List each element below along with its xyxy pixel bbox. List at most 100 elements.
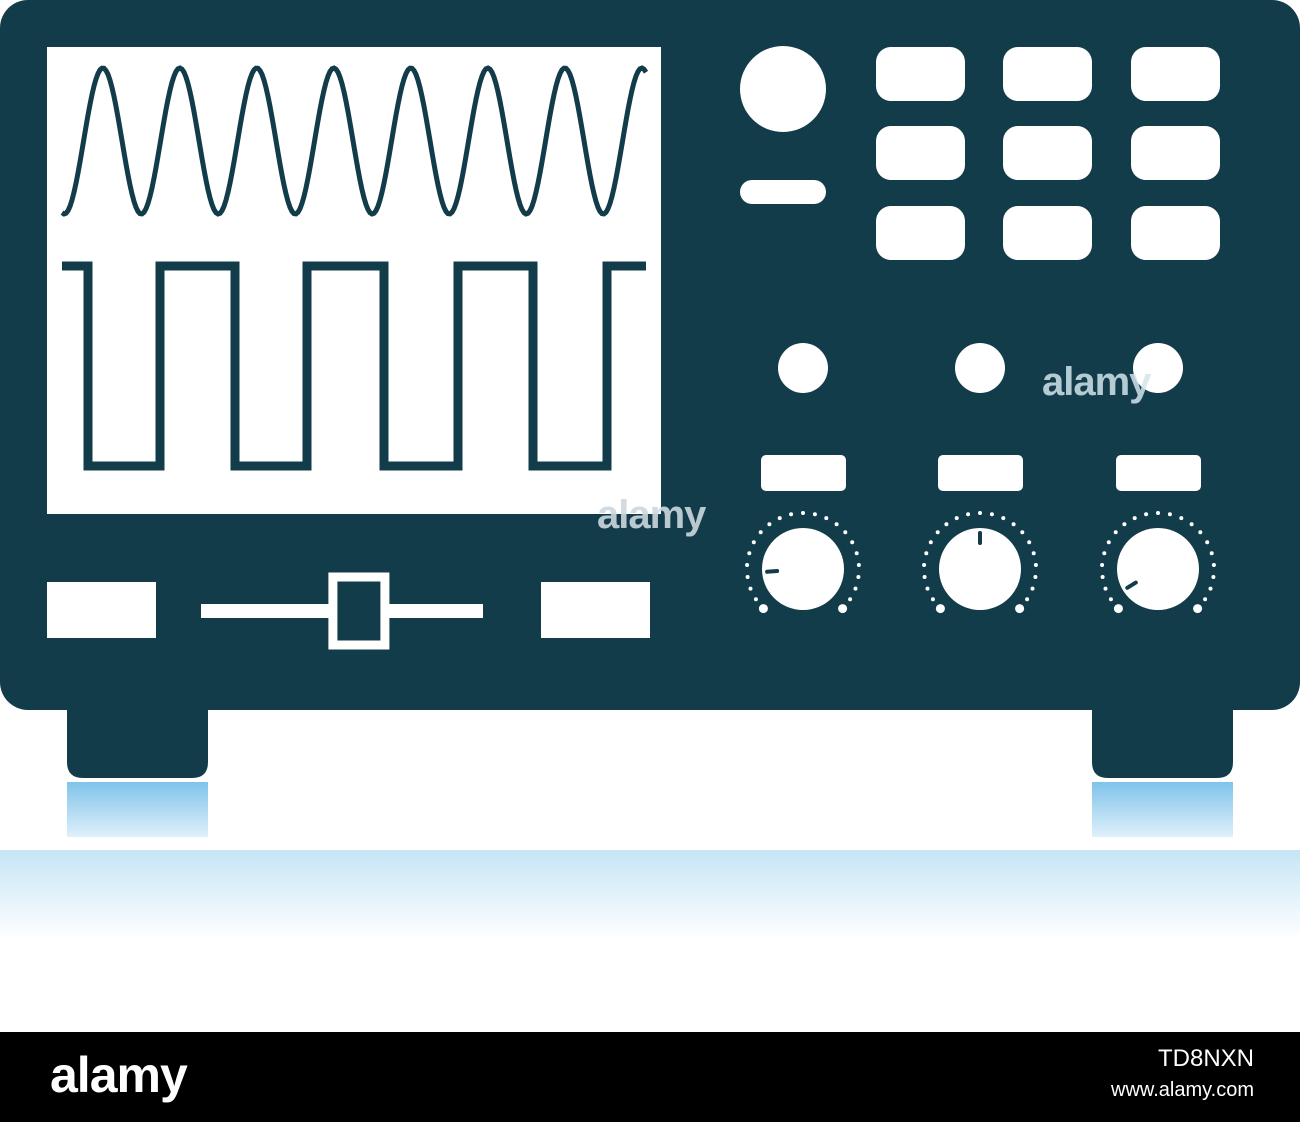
knob-scale-dot bbox=[843, 530, 848, 535]
knob-scale-dot bbox=[834, 522, 839, 527]
knob-scale-dot bbox=[1189, 522, 1194, 527]
knob-scale-dot bbox=[745, 575, 750, 579]
keypad-button-9[interactable] bbox=[1131, 206, 1220, 260]
knob-scale-dot bbox=[751, 540, 756, 545]
knob-scale-dot bbox=[1030, 586, 1035, 591]
knob-scale-dot bbox=[922, 563, 927, 567]
knob-scale-dot bbox=[789, 512, 794, 517]
left-panel-button[interactable] bbox=[47, 582, 156, 638]
knob-scale-dot bbox=[935, 530, 940, 535]
knob-scale-dot bbox=[1209, 551, 1214, 556]
channel-2-led bbox=[955, 343, 1005, 393]
right-panel-button[interactable] bbox=[541, 582, 650, 638]
watermark-text: alamy bbox=[1042, 360, 1151, 404]
knob-scale-dot bbox=[824, 516, 829, 521]
keypad-button-5[interactable] bbox=[1003, 126, 1092, 180]
knob-scale-dot bbox=[1132, 516, 1137, 521]
knob-scale-dot bbox=[1108, 597, 1113, 602]
position-slider[interactable] bbox=[201, 572, 483, 650]
knob-face[interactable] bbox=[939, 528, 1021, 610]
keypad-button-8[interactable] bbox=[1003, 206, 1092, 260]
knob-scale-dot bbox=[1033, 575, 1038, 579]
sine-wave-trace bbox=[60, 65, 649, 217]
channel-1-button[interactable] bbox=[761, 455, 846, 491]
knob-scale-dot bbox=[1156, 511, 1160, 515]
knob-scale-dot bbox=[1144, 512, 1149, 517]
reflection bbox=[0, 782, 1300, 940]
knob-pointer bbox=[765, 569, 780, 574]
knob-face[interactable] bbox=[1117, 528, 1199, 610]
knob-scale-dot bbox=[1100, 563, 1105, 567]
knob-scale-dot bbox=[838, 604, 848, 614]
knob-scale-dot bbox=[854, 551, 859, 556]
knob-scale-dot bbox=[848, 597, 853, 602]
knob-scale-dot bbox=[1106, 540, 1111, 545]
knob-scale-dot bbox=[1103, 586, 1108, 591]
reflection-left-leg bbox=[67, 782, 208, 837]
keypad-button-4[interactable] bbox=[876, 126, 965, 180]
knob-pointer bbox=[1125, 580, 1138, 590]
knob-scale-dot bbox=[745, 563, 750, 567]
footer-bar: alamy TD8NXN www.alamy.com bbox=[0, 1032, 1300, 1122]
knob-scale-dot bbox=[944, 522, 949, 527]
channel-1-knob[interactable] bbox=[745, 511, 861, 614]
knob-scale-dot bbox=[1027, 540, 1032, 545]
knob-scale-dot bbox=[856, 563, 861, 567]
knob-scale-dot bbox=[1193, 604, 1203, 614]
knob-scale-dot bbox=[753, 597, 758, 602]
knob-scale-dot bbox=[1011, 522, 1016, 527]
screen bbox=[47, 47, 661, 514]
knob-scale-dot bbox=[850, 540, 855, 545]
knob-scale-dot bbox=[1203, 597, 1208, 602]
keypad-button-1[interactable] bbox=[876, 47, 965, 101]
footer-logo: alamy bbox=[50, 1047, 188, 1103]
knob-scale-dot bbox=[812, 512, 817, 517]
keypad bbox=[876, 47, 1220, 260]
knob-scale-dot bbox=[924, 551, 929, 556]
knob-scale-dot bbox=[1198, 530, 1203, 535]
knob-scale-dot bbox=[925, 586, 930, 591]
keypad-button-6[interactable] bbox=[1131, 126, 1220, 180]
square-wave-trace bbox=[62, 261, 646, 471]
power-indicator bbox=[740, 180, 826, 204]
channel-3-button[interactable] bbox=[1116, 455, 1201, 491]
oscilloscope-icon bbox=[0, 0, 1300, 940]
keypad-button-3[interactable] bbox=[1131, 47, 1220, 101]
channel-3-knob[interactable] bbox=[1100, 511, 1216, 614]
watermark-text-center: alamy bbox=[597, 493, 706, 537]
knob-scale-dot bbox=[1113, 604, 1123, 614]
knob-scale-dot bbox=[758, 604, 768, 614]
knob-scale-dot bbox=[1015, 604, 1025, 614]
slider-handle[interactable] bbox=[328, 572, 390, 650]
power-knob[interactable] bbox=[740, 46, 826, 132]
knob-face[interactable] bbox=[762, 528, 844, 610]
keypad-button-2[interactable] bbox=[1003, 47, 1092, 101]
knob-scale-dot bbox=[966, 512, 971, 517]
knob-scale-dot bbox=[856, 575, 861, 579]
channel-2-button[interactable] bbox=[938, 455, 1023, 491]
knob-scale-dot bbox=[777, 516, 782, 521]
knob-scale-dot bbox=[747, 551, 752, 556]
knob-scale-dot bbox=[978, 511, 982, 515]
knob-scale-dot bbox=[1122, 522, 1127, 527]
footer-url: www.alamy.com bbox=[1111, 1079, 1254, 1101]
knob-scale-dot bbox=[930, 597, 935, 602]
knob-scale-dot bbox=[748, 586, 753, 591]
knob-scale-dot bbox=[1211, 563, 1216, 567]
channel-2-knob[interactable] bbox=[922, 511, 1038, 614]
channel-controls bbox=[745, 343, 1216, 614]
knob-scale-dot bbox=[1167, 512, 1172, 517]
knob-scale-dot bbox=[1205, 540, 1210, 545]
image-id: TD8NXN bbox=[1157, 1045, 1254, 1072]
knob-scale-dot bbox=[1208, 586, 1213, 591]
keypad-button-7[interactable] bbox=[876, 206, 965, 260]
channel-3-led bbox=[1133, 343, 1183, 393]
knob-scale-dot bbox=[1001, 516, 1006, 521]
knob-scale-dot bbox=[989, 512, 994, 517]
knob-scale-dot bbox=[1102, 551, 1107, 556]
knob-scale-dot bbox=[758, 530, 763, 535]
reflection-right-leg bbox=[1092, 782, 1233, 837]
reflection-body bbox=[0, 850, 1300, 940]
knob-scale-dot bbox=[1031, 551, 1036, 556]
knob-scale-dot bbox=[922, 575, 927, 579]
